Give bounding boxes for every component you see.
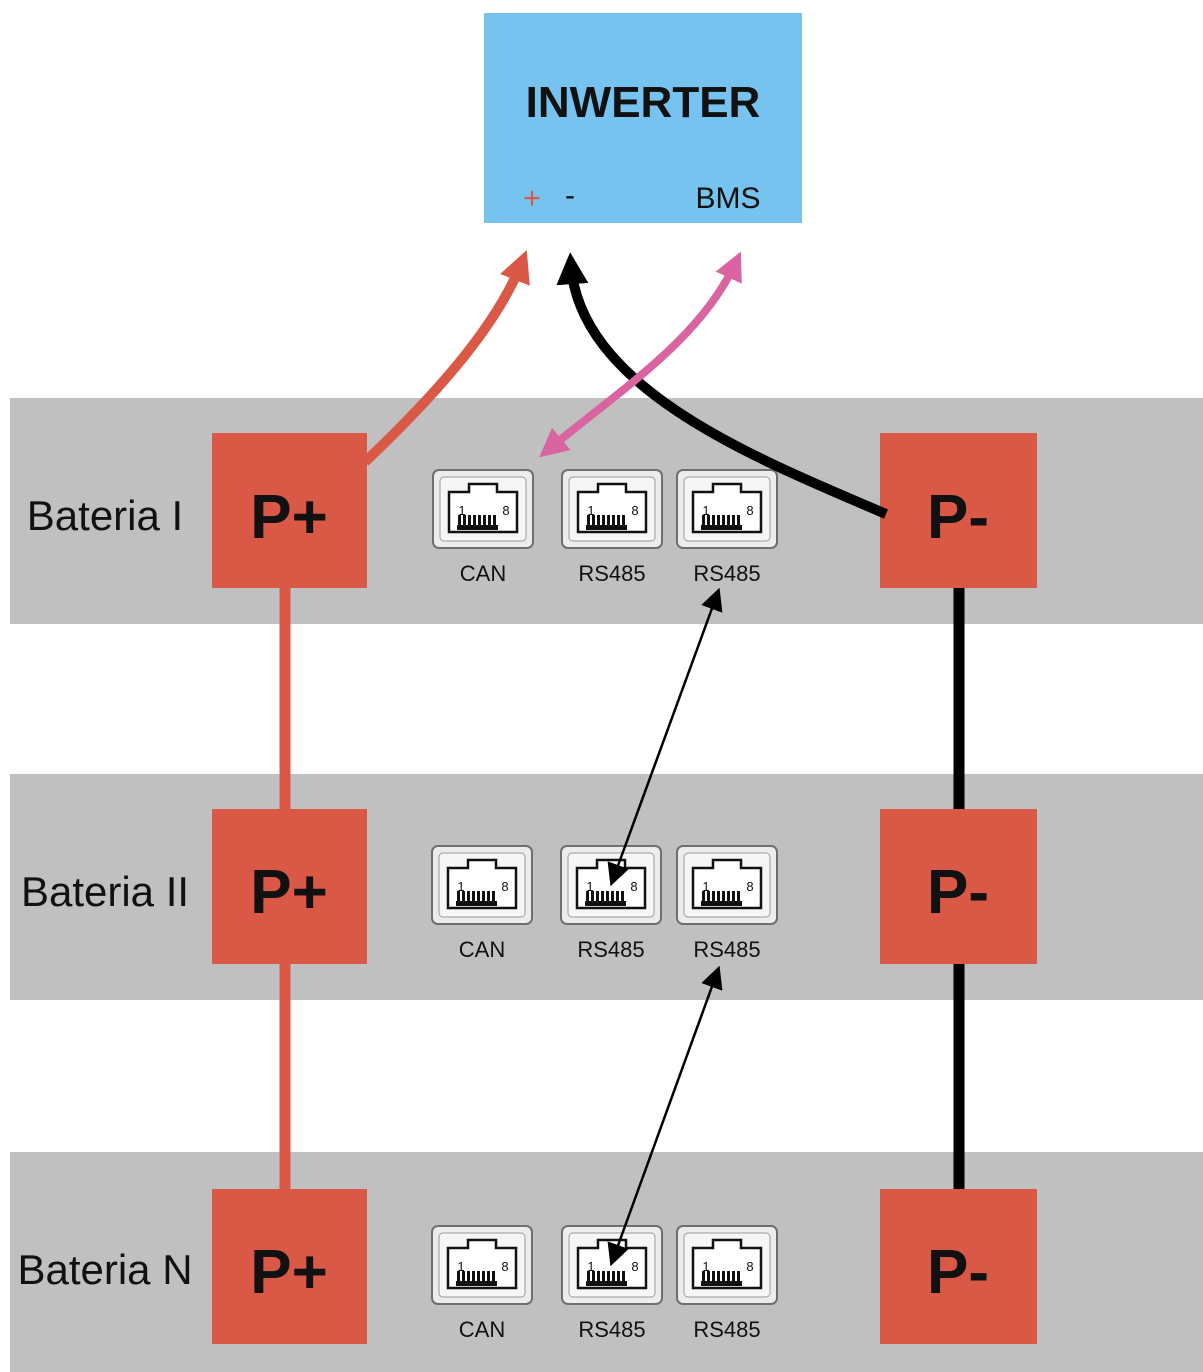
inverter-box: INWERTER + - BMS	[484, 13, 802, 223]
pin-label-end: 8	[501, 1259, 508, 1274]
battery-2-p-minus-label: P-	[927, 858, 989, 927]
battery-2-port-rs485-b: 1 8 RS485	[675, 844, 779, 962]
battery-1-port-can: 1 8 CAN	[431, 468, 535, 586]
pin-label-start: 1	[458, 503, 465, 518]
pin-label-end: 8	[746, 1259, 753, 1274]
pin-label-end: 8	[501, 879, 508, 894]
port-label: RS485	[693, 937, 760, 962]
battery-2-p-minus-terminal: P-	[880, 809, 1037, 964]
battery-n-port-can: 1 8 CAN	[430, 1224, 534, 1342]
battery-2-port-rs485-a: 1 8 RS485	[559, 844, 663, 962]
battery-2-port-can: 1 8 CAN	[430, 844, 534, 962]
pin-label-end: 8	[746, 879, 753, 894]
port-label: RS485	[578, 561, 645, 586]
battery-2-p-plus-terminal: P+	[212, 809, 367, 964]
battery-1-port-rs485-a: 1 8 RS485	[560, 468, 664, 586]
port-label: CAN	[460, 561, 506, 586]
battery-n-p-minus-label: P-	[927, 1238, 989, 1307]
battery-n-p-minus-terminal: P-	[880, 1189, 1037, 1344]
pin-label-start: 1	[587, 1259, 594, 1274]
rs485-link-2-n	[607, 965, 723, 1267]
port-label: RS485	[693, 561, 760, 586]
pin-label-end: 8	[631, 1259, 638, 1274]
battery-n-p-plus-terminal: P+	[212, 1189, 367, 1344]
rs485-link-1-2	[607, 587, 723, 887]
battery-1-p-minus-label: P-	[927, 483, 989, 552]
battery-2-label: Bateria II	[21, 868, 189, 915]
inverter-plus-terminal: +	[523, 182, 541, 215]
pin-label-start: 1	[457, 1259, 464, 1274]
port-label: CAN	[459, 937, 505, 962]
port-label: RS485	[578, 1317, 645, 1342]
pin-label-end: 8	[502, 503, 509, 518]
inverter-title: INWERTER	[526, 78, 761, 127]
battery-n-port-rs485-a: 1 8 RS485	[560, 1224, 664, 1342]
port-label: RS485	[693, 1317, 760, 1342]
battery-1-port-rs485-b: 1 8 RS485	[675, 468, 779, 586]
pin-label-end: 8	[746, 503, 753, 518]
pin-label-end: 8	[630, 879, 637, 894]
battery-n-port-rs485-b: 1 8 RS485	[675, 1224, 779, 1342]
battery-1-p-minus-terminal: P-	[880, 433, 1037, 588]
battery-1-p-plus-terminal: P+	[212, 433, 367, 588]
pin-label-start: 1	[586, 879, 593, 894]
pin-label-start: 1	[702, 1259, 709, 1274]
pin-label-start: 1	[702, 503, 709, 518]
pin-label-start: 1	[587, 503, 594, 518]
bms-can-wire	[539, 251, 742, 458]
inverter-minus-terminal: -	[565, 179, 575, 212]
port-label: CAN	[459, 1317, 505, 1342]
pin-label-start: 1	[702, 879, 709, 894]
battery-2-p-plus-label: P+	[250, 858, 328, 927]
inverter-bms-terminal: BMS	[695, 182, 760, 215]
pin-label-end: 8	[631, 503, 638, 518]
battery-n-p-plus-label: P+	[250, 1238, 328, 1307]
battery-n-label: Bateria N	[17, 1246, 192, 1293]
battery-1-label: Bateria I	[27, 492, 183, 539]
positive-main-wire	[361, 250, 530, 466]
pin-label-start: 1	[457, 879, 464, 894]
port-label: RS485	[577, 937, 644, 962]
battery-1-p-plus-label: P+	[250, 483, 328, 552]
